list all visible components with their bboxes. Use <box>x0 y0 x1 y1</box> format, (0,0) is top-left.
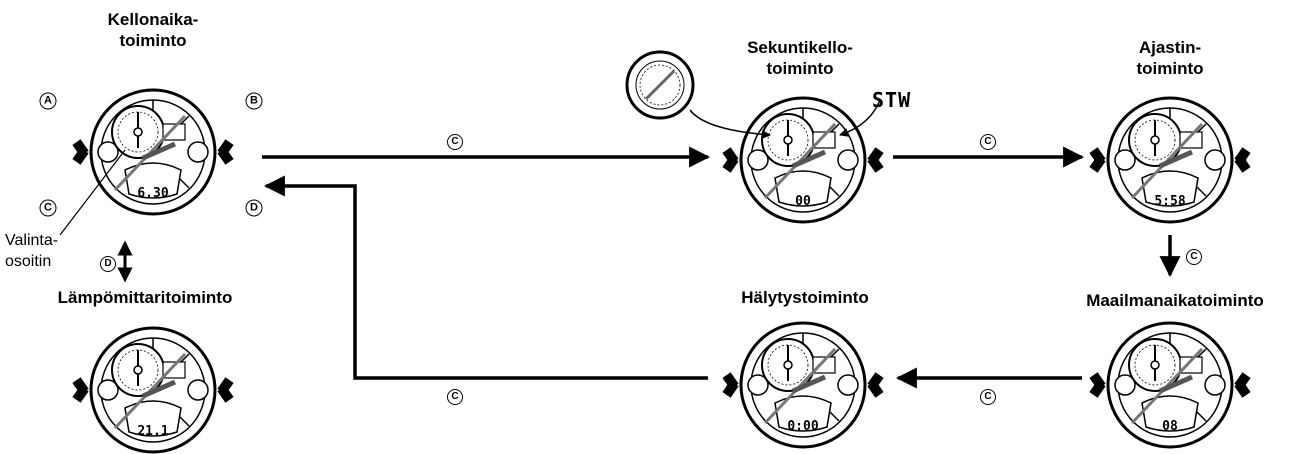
thermometer-display: 21.1 <box>137 424 169 439</box>
arrow-alarm-to-timekeeping <box>263 175 708 380</box>
thermometer-mode-title: Lämpömittaritoiminto <box>57 288 233 307</box>
stopwatch-title-line1: Sekuntikello- <box>747 38 853 57</box>
button-d-label: D <box>245 199 263 217</box>
timekeeping-title-line1: Kellonaika- <box>107 10 199 29</box>
alarm-display: 0:00 <box>787 419 819 434</box>
arrow-label-stopwatch-to-timer: C <box>980 134 996 150</box>
timekeeping-mode-title: Kellonaika- toiminto <box>108 9 199 51</box>
mode-pointer-label-line1: Valinta- <box>5 232 59 249</box>
button-b-label: B <box>245 92 263 110</box>
timekeeping-title-line2: toiminto <box>119 31 187 50</box>
mode-pointer-label: Valinta- osoitin <box>5 230 58 272</box>
arrow-label-alarm-to-timekeeping: C <box>447 389 463 405</box>
stopwatch-indicator: STW <box>872 88 912 112</box>
mode-pointer-label-line2: osoitin <box>5 253 52 270</box>
button-a-label: A <box>39 92 57 110</box>
arrow-label-timekeeping-to-stopwatch: C <box>447 134 463 150</box>
alarm-mode-title: Hälytystoiminto <box>741 288 869 307</box>
stopwatch-mode-title: Sekuntikello- toiminto <box>747 37 853 79</box>
arrow-label-timer-to-world-time: C <box>1186 249 1202 265</box>
arrow-label-world-time-to-alarm: C <box>980 389 996 405</box>
timer-mode-title: Ajastin- toiminto <box>1136 37 1203 79</box>
stopwatch-display: 00 <box>795 194 811 209</box>
timer-title-line2: toiminto <box>1136 59 1204 78</box>
timekeeping-display: 6.30 <box>137 186 169 201</box>
arrow-label-timekeeping-to-thermometer: D <box>100 256 116 272</box>
stopwatch-subdial-callout <box>625 50 881 139</box>
mode-pointer-leader <box>59 149 126 236</box>
world-time-display: 08 <box>1162 419 1178 434</box>
timer-title-line1: Ajastin- <box>1138 38 1202 57</box>
world-time-mode-title: Maailmanaikatoiminto <box>1086 291 1264 310</box>
stopwatch-title-line2: toiminto <box>766 59 834 78</box>
button-c-label: C <box>39 199 57 217</box>
timer-display: 5:58 <box>1154 194 1186 209</box>
